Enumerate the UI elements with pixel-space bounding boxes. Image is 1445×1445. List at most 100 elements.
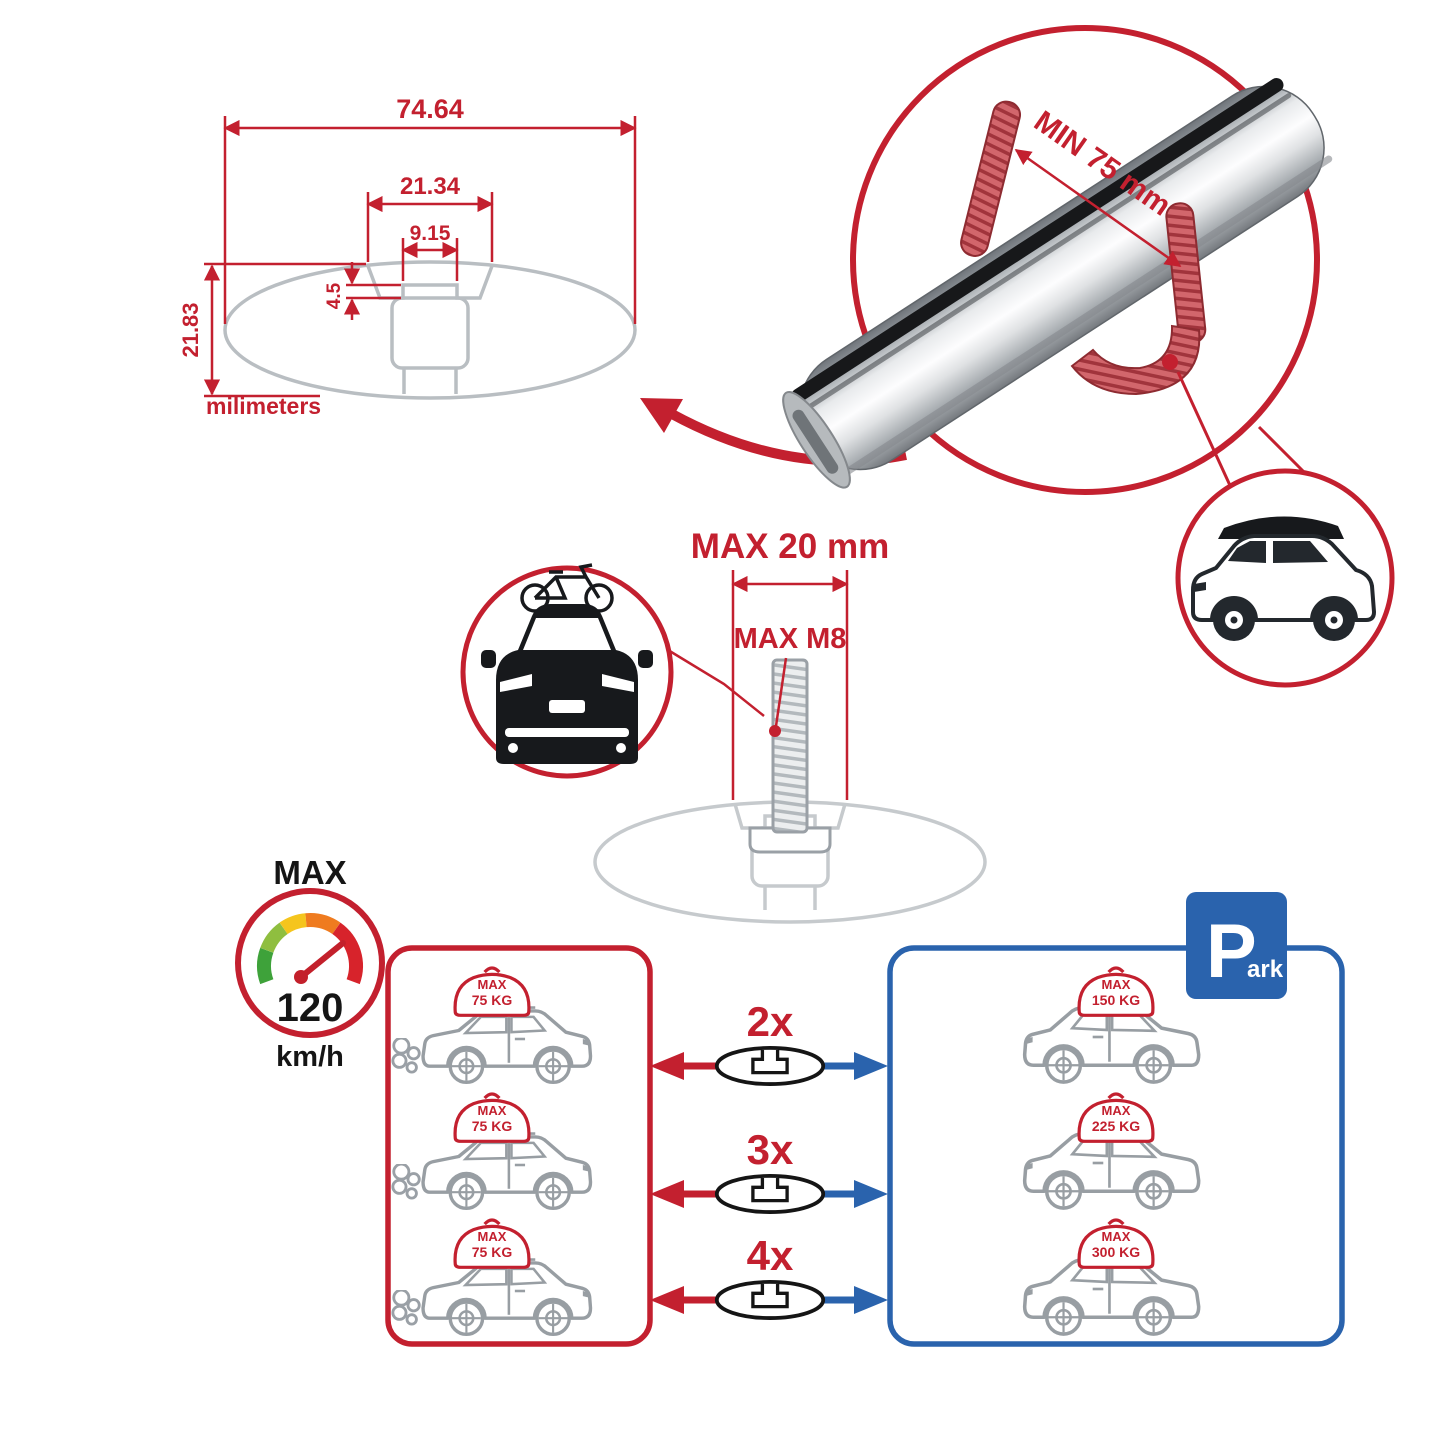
cross-section-diagram: 74.64 21.34 9.15 4.5 21.83 milimeters	[178, 94, 637, 419]
suv-front-hub-dot	[1230, 616, 1238, 624]
car-foglight-right	[616, 743, 626, 753]
bolt-leader-dot	[769, 725, 781, 737]
bolt-length-label: MAX 20 mm	[691, 527, 889, 566]
bolt-leader-line	[774, 657, 788, 727]
red-arrow-head	[650, 1180, 684, 1208]
bar-count-label: 3x	[747, 1126, 794, 1173]
car-headlight-left	[500, 674, 532, 692]
clamp-hook-curve	[1070, 324, 1201, 396]
parked-car-row: MAX 225 KG	[1022, 1092, 1201, 1210]
bar-profile-outline	[223, 260, 637, 400]
bike-roof-circle	[460, 563, 674, 779]
driving-car-row: MAX 75 KG	[391, 966, 593, 1085]
gauge-circle-border	[235, 888, 385, 1038]
parked-panel: MAX 150 KG MAX 225 KG MAX 300 KG P ark	[887, 892, 1345, 1347]
vehicle-rooftop-circle	[1175, 468, 1395, 688]
parked-car-row: MAX 300 KG	[1022, 1218, 1201, 1336]
car-mirror-right	[638, 650, 653, 668]
driving-panel: MAX 75 KG MAX 75 KG MAX 75 KG	[385, 945, 653, 1347]
suv-with-roofbox-icon	[1191, 516, 1377, 641]
dim-label-channel-width: 21.34	[400, 173, 461, 200]
dim-ext-total-height	[204, 262, 366, 398]
speed-unit: km/h	[276, 1041, 344, 1073]
speed-value: 120	[277, 986, 344, 1030]
clamp-callout-dot	[1162, 354, 1178, 370]
crossbar-detail-circle: MIN 75 mm	[782, 25, 1333, 495]
gauge-arc	[257, 913, 363, 985]
car-front-windshield	[523, 618, 611, 650]
car-mirror-left	[481, 650, 496, 668]
pointer-arrow-head	[640, 398, 683, 433]
parking-sign: P ark	[1186, 892, 1287, 999]
load-weight-label: 300 KG	[1092, 1244, 1140, 1260]
parking-sign-letter: P	[1206, 909, 1257, 994]
bolt-spec-diagram: MAX 20 mm MAX M8	[593, 527, 987, 924]
dim-label-total-height: 21.83	[178, 302, 203, 357]
bolt-thread-label: MAX M8	[734, 623, 847, 655]
driving-car-row: MAX 75 KG	[391, 1092, 593, 1211]
load-weight-label: 225 KG	[1092, 1118, 1140, 1134]
crossbar-lower-shade	[841, 155, 1333, 477]
load-max-label: MAX	[1102, 1103, 1131, 1118]
t-slot-nut	[748, 826, 832, 854]
dim-ext-bolt-length	[731, 570, 849, 800]
load-weight-label: 150 KG	[1092, 992, 1140, 1008]
bar-count-row: 3x	[650, 1126, 888, 1214]
dim-ext-total-width	[223, 116, 637, 324]
blue-arrow-head	[854, 1286, 888, 1314]
bar-count-label: 4x	[747, 1232, 794, 1279]
load-max-label: MAX	[478, 1229, 507, 1244]
load-max-label: MAX	[478, 1103, 507, 1118]
crossbar-end-slot	[792, 409, 839, 474]
parking-sign-board	[1186, 892, 1287, 999]
suv-windshield	[1228, 541, 1266, 563]
gauge-needle-hub	[294, 970, 308, 984]
bar-profile-web	[402, 368, 458, 394]
bicycle-icon	[520, 563, 614, 613]
units-label: milimeters	[206, 393, 321, 419]
driving-car-row: MAX 75 KG	[391, 1218, 593, 1337]
speed-limit-gauge: MAX 120 km/h	[235, 854, 385, 1073]
callout-line-1	[1176, 371, 1235, 493]
gauge-needle	[298, 940, 346, 980]
parked-car-row: MAX 150 KG	[1022, 966, 1201, 1084]
car-plate	[549, 700, 585, 713]
car-foglight-left	[508, 743, 518, 753]
suv-headlight	[1194, 582, 1206, 592]
load-weight-label: 75 KG	[472, 1118, 513, 1134]
clamp-rod-left	[960, 100, 1021, 257]
suv-rear-hub-dot	[1330, 616, 1338, 624]
red-arrow-head	[650, 1052, 684, 1080]
red-arrow-head	[650, 1286, 684, 1314]
bar-count-row: 4x	[650, 1232, 888, 1320]
car-bumper	[505, 728, 629, 737]
load-max-label: MAX	[478, 977, 507, 992]
bar-profile-cavity	[390, 296, 470, 370]
parking-sign-suffix: ark	[1247, 956, 1284, 983]
speed-max-label: MAX	[273, 854, 346, 891]
load-max-label: MAX	[1102, 977, 1131, 992]
bar-count-label: 2x	[747, 998, 794, 1045]
circle-leader-line	[667, 648, 765, 717]
threaded-bolt	[771, 658, 809, 834]
roofbox-icon	[1218, 516, 1344, 539]
load-weight-label: 75 KG	[472, 992, 513, 1008]
load-weight-label: 75 KG	[472, 1244, 513, 1260]
clamp-hook-rear	[960, 100, 1021, 257]
min-clamp-arrow	[1014, 148, 1182, 268]
dim-label-total-width: 74.64	[396, 94, 464, 124]
dim-ext-lip-height	[346, 283, 401, 300]
car-headlight-right	[602, 674, 634, 692]
bar-count-row: 2x	[650, 998, 888, 1086]
suv-side-window	[1273, 541, 1328, 563]
crossbar-profile-icon	[714, 1280, 826, 1320]
blue-arrow-head	[854, 1052, 888, 1080]
crossbar-profile-icon	[714, 1046, 826, 1086]
blue-arrow-head	[854, 1180, 888, 1208]
ghost-profile-web	[763, 886, 817, 910]
load-max-label: MAX	[1102, 1229, 1131, 1244]
crossbar-profile-icon	[714, 1174, 826, 1214]
dim-label-slot-width: 9.15	[410, 222, 451, 245]
